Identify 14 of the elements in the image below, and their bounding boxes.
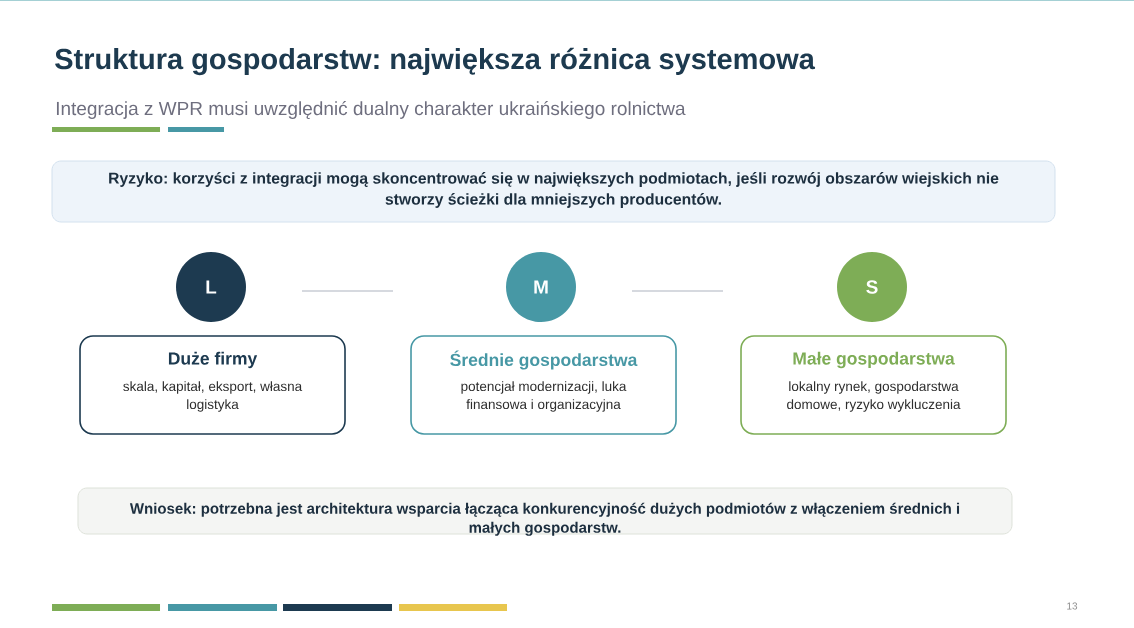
category-card (79, 335, 346, 435)
slide-title: Struktura gospodarstw: największa różnica systemowa (55, 47, 816, 76)
category-card (740, 335, 1007, 435)
page-number: 13 (1067, 602, 1078, 610)
risk-callout: Ryzyko: korzyści z integracji mogą skoncentrować się w największych podmiotach, jeśli rozwój obszarów wiejskich nie stworzy ścieżki dla mniejszych producentów. (51, 160, 1056, 223)
conclusion-callout: Wniosek: potrzebna jest architektura wsparcia łącząca konkurencyjność dużych podmiotów z włączeniem średnich i małych gospodarstw. (77, 487, 1013, 536)
subtitle: Integracja z WPR musi uwzględnić dualny charakter ukraińskiego rolnictwa (56, 101, 686, 119)
category-card (410, 335, 677, 435)
card-heading: Średnie gospodarstwa (450, 350, 638, 370)
card-heading: Duże firmy (168, 351, 258, 369)
card-description: lokalny rynek, gospodarstwa domowe, ryzyko wykluczenia (787, 381, 961, 412)
card-heading: Małe gospodarstwa (793, 351, 955, 369)
card-description: skala, kapitał, eksport, własna logistyka (123, 381, 303, 412)
card-description: potencjał modernizacji, luka finansowa i organizacyjna (461, 381, 627, 412)
